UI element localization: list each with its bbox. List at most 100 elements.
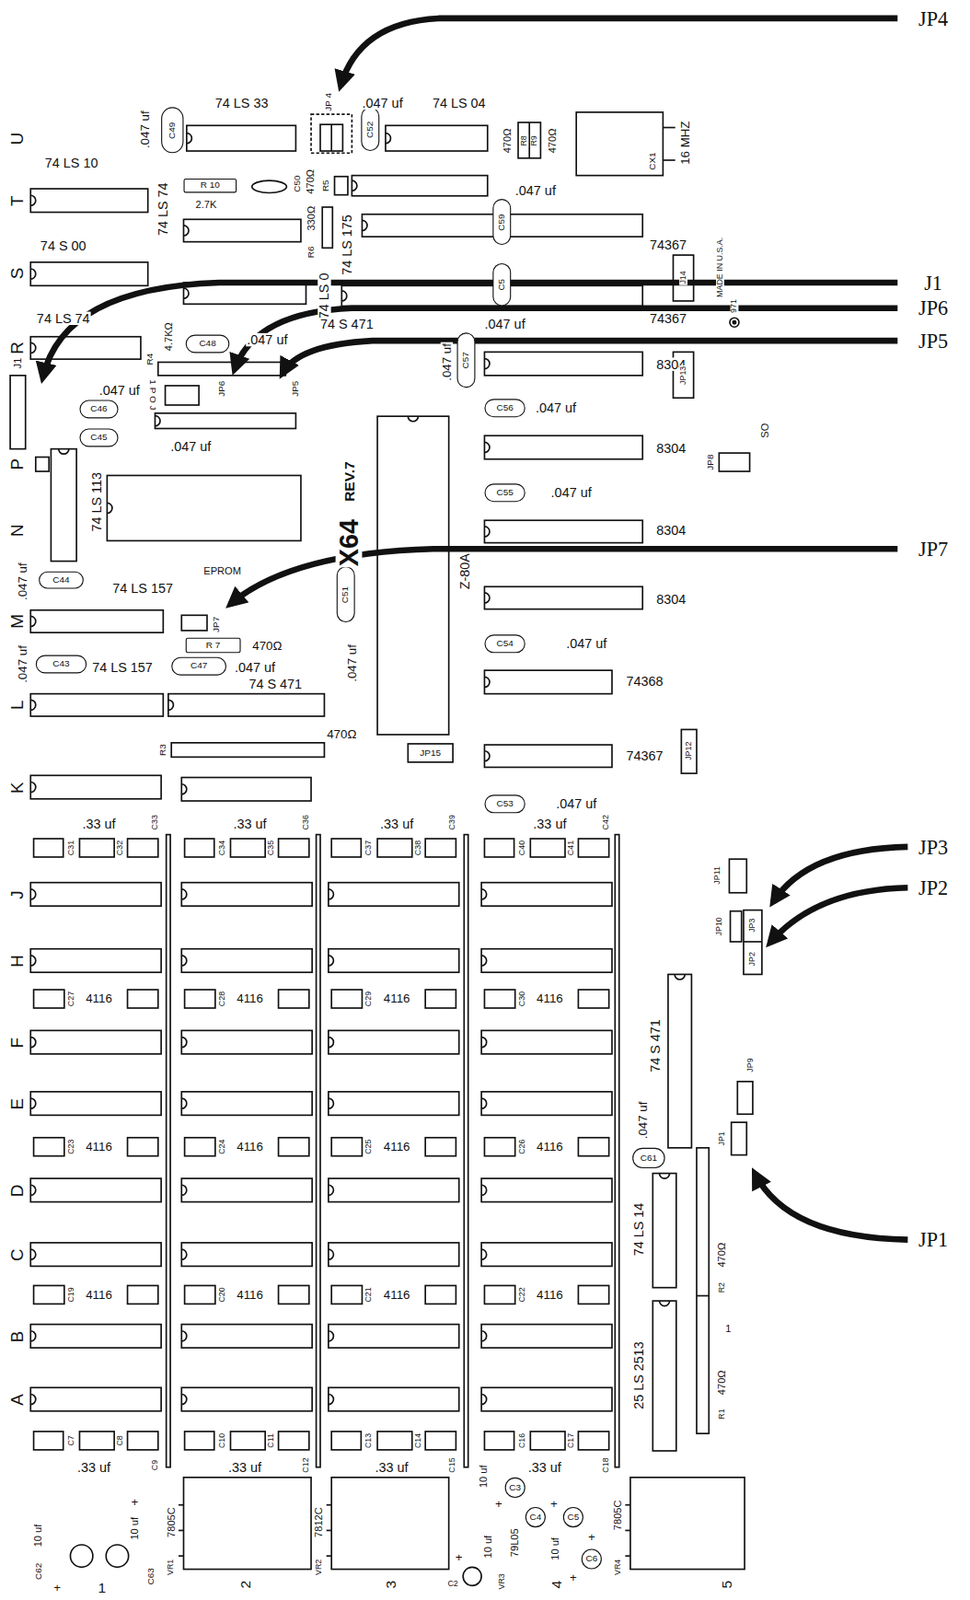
ic-package (186, 125, 297, 151)
pin1-notch (181, 1330, 187, 1341)
regulator-pin (624, 1529, 631, 1532)
part-label: C25 (365, 1137, 374, 1155)
regulator-pin (624, 1503, 631, 1506)
part-label: 74 LS 175 (340, 213, 354, 277)
part-label: JP13 (679, 365, 688, 386)
capacitor-pad (278, 1284, 310, 1304)
part-designator: C53 (496, 798, 513, 809)
pin1-notch (328, 1248, 335, 1259)
capacitor-symbol: C56 (484, 398, 525, 417)
part-label: A (8, 1392, 26, 1407)
capacitor-symbol: C3 (505, 1477, 526, 1498)
ic-package (181, 777, 312, 801)
resistor-symbol: R 7 (185, 637, 242, 654)
part-label: .047 uf (360, 96, 404, 110)
part-label: 74 LS 157 (111, 581, 174, 595)
part-label: 74367 (624, 749, 664, 763)
part-label: C42 (601, 813, 611, 831)
pin1-notch (385, 133, 392, 144)
pin1-notch (484, 750, 490, 762)
part-label: 16 MHZ (679, 119, 692, 166)
pin1-notch (361, 219, 368, 231)
part-label: R1 (717, 1407, 727, 1421)
part-label: C28 (218, 990, 227, 1007)
capacitor-pad (577, 1431, 609, 1450)
ic-package (50, 449, 77, 562)
part-label: C50 (293, 173, 303, 194)
ic-package (481, 1386, 613, 1410)
part-label: .047 uf (16, 561, 29, 601)
pin1-notch (58, 449, 70, 455)
capacitor-symbol: C54 (484, 634, 525, 653)
callout-label: JP3 (917, 836, 949, 857)
ic-package (328, 1242, 460, 1266)
pin1-notch (30, 699, 36, 710)
ic-package (30, 188, 148, 212)
capacitor-pad (331, 1431, 361, 1450)
part-label: 4116 (235, 1288, 265, 1301)
part-label: 1 P O J (148, 378, 158, 411)
capacitor-symbol: C57 (457, 332, 476, 388)
part-label: 2 (237, 1579, 253, 1590)
crystal-pin (662, 127, 675, 129)
part-label: T (8, 194, 26, 208)
ic-package (328, 882, 460, 906)
part-label: C15 (449, 1455, 458, 1473)
part-label: 470Ω (502, 127, 513, 154)
part-label: 4116 (84, 1288, 114, 1301)
ic-package (30, 774, 162, 798)
part-designator: C51 (341, 585, 351, 602)
pin1-notch (328, 955, 335, 966)
pin1-notch (30, 615, 36, 626)
part-label: C36 (301, 813, 311, 831)
part-designator: C59 (496, 213, 507, 231)
part-designator: C3 (508, 1482, 521, 1492)
ic-package (106, 474, 301, 541)
part-label: H (8, 953, 26, 969)
part-label: MADE IN U.S.A. (715, 236, 725, 299)
part-label: .047 uf (550, 485, 593, 499)
part-label: .047 uf (346, 643, 358, 683)
part-label: .047 uf (98, 383, 141, 397)
ic-package (328, 1177, 460, 1201)
part-designator: C61 (640, 1153, 658, 1163)
callout-label: J1 (923, 272, 944, 293)
capacitor-pad (34, 1284, 65, 1304)
ic-package (30, 948, 162, 972)
capacitor-pad (127, 1284, 159, 1304)
ic-package (183, 219, 301, 242)
part-label: 10 uf (129, 1515, 140, 1541)
resistor-network (696, 1147, 709, 1433)
capacitor-pad (484, 989, 515, 1008)
part-label: R2 (717, 1281, 727, 1294)
part-label: 4116 (84, 992, 114, 1005)
part-designator: C47 (190, 661, 208, 671)
jumper-divider (330, 124, 333, 151)
callout-label: JP6 (917, 298, 949, 319)
resistor-symbol (322, 207, 333, 248)
part-label: JP8 (705, 452, 716, 471)
pin1-notch (484, 676, 490, 687)
part-label: R5 (322, 178, 332, 193)
ic-package (181, 1177, 312, 1201)
part-label: C26 (518, 1137, 527, 1155)
part-label: 74367 (648, 311, 688, 325)
part-label: VR3 (497, 1571, 507, 1590)
part-label: + (494, 1497, 504, 1510)
capacitor-pad (127, 989, 159, 1008)
ic-package (328, 1029, 460, 1053)
ic-package (652, 1300, 676, 1451)
pin1-notch (181, 1097, 187, 1109)
regulator-pin (326, 1503, 333, 1506)
part-label: C20 (218, 1285, 227, 1303)
ic-package (484, 744, 613, 767)
part-label: C17 (566, 1431, 576, 1449)
part-label: C33 (150, 813, 160, 831)
part-label: R4 (145, 352, 155, 367)
part-label: 74 LS 14 (632, 1201, 646, 1258)
jumper-block (181, 614, 208, 631)
part-designator: C5 (496, 278, 507, 291)
jumper-block (672, 254, 693, 301)
part-label: JP6 (218, 380, 228, 398)
pin1-notch (181, 1184, 187, 1195)
